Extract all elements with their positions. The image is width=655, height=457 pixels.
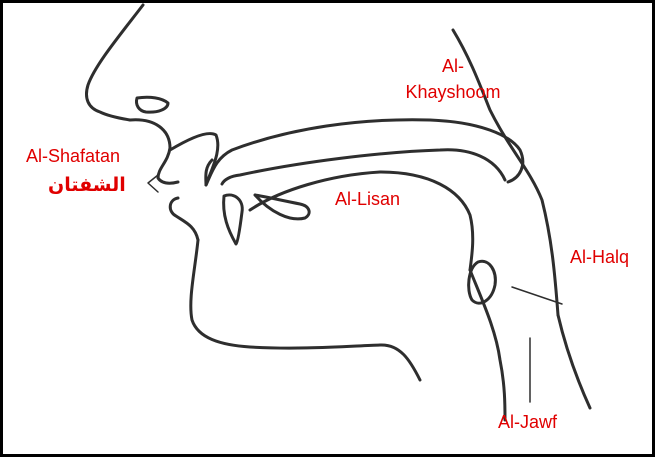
lower-teeth-outline <box>224 195 243 244</box>
label-al-halq: Al-Halq <box>570 246 629 268</box>
nose-outline <box>87 5 144 120</box>
label-al-jawf: Al-Jawf <box>498 411 557 433</box>
label-al-shafatan-arabic: الشفتان <box>48 174 126 196</box>
label-al-shafatan: Al-Shafatan <box>26 145 120 167</box>
larynx-front-wall <box>470 270 505 420</box>
pharynx-back-wall-lower <box>558 315 590 408</box>
shafatan-pointer-line <box>148 175 158 192</box>
velum-outline <box>222 150 505 184</box>
tongue-tip-outline <box>255 195 309 219</box>
chin-outline <box>191 240 420 380</box>
tongue-outline <box>250 172 473 270</box>
label-al-lisan: Al-Lisan <box>335 188 400 210</box>
palate-outline <box>206 120 523 185</box>
label-al-khayshoom: Al- Khayshoom <box>398 55 508 103</box>
upper-lip-outline <box>130 120 178 183</box>
label-al-khayshoom-line2: Khayshoom <box>398 81 508 103</box>
label-al-khayshoom-line1: Al- <box>398 55 508 77</box>
nostril-outline <box>136 97 168 112</box>
lower-lip-outline <box>170 198 198 240</box>
